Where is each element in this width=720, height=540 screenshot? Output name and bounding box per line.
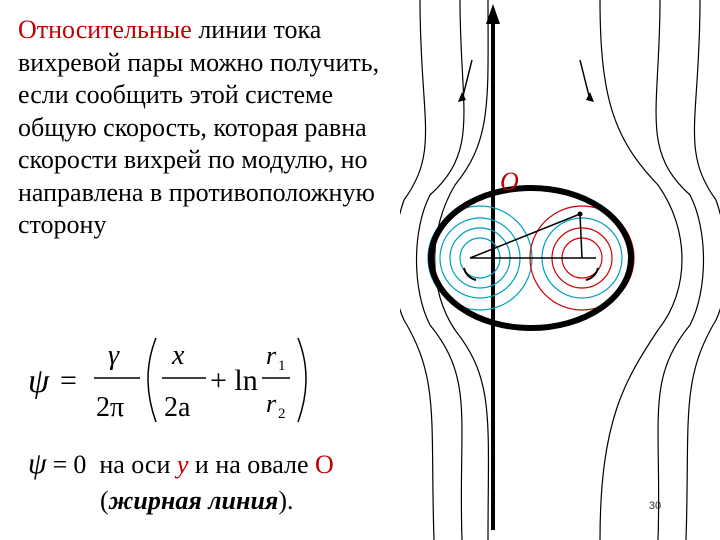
note-equals: =: [52, 450, 68, 479]
formula-two-pi: 2π: [96, 392, 124, 423]
rotation-arrow-left-icon: [463, 267, 477, 281]
streamline-right-middle: [655, 0, 705, 540]
point-marker: [577, 211, 583, 217]
formula-two-a: 2a: [164, 392, 191, 423]
zero-streamline-note: ψ=0 на оси y и на овале O (жирная линия)…: [28, 446, 428, 519]
rotation-arrow-right-icon: [585, 267, 599, 281]
page-number: 30: [648, 500, 662, 512]
formula-r2: r: [266, 389, 277, 418]
formula-r2-subscript: 2: [278, 406, 286, 422]
note-y: y: [176, 450, 189, 479]
flow-arrow-left: [461, 59, 473, 101]
description-lead-word: Относительные: [18, 15, 192, 44]
note-bold-line: жирная линия: [108, 486, 279, 515]
formula-r1-subscript: 1: [278, 358, 286, 374]
oval-label: O: [500, 167, 519, 196]
flow-arrow-right: [579, 59, 591, 101]
radius-line-r1: [469, 213, 581, 259]
note-zero: 0: [73, 450, 87, 479]
formula-left-paren: [147, 337, 157, 423]
streamline-left-inner: [434, 0, 490, 540]
zero-streamline-oval: [428, 185, 634, 331]
streamline-right-inner: [599, 0, 683, 540]
note-on-oval: и на овале: [194, 450, 309, 479]
vortex-pair-diagram: O: [400, 0, 720, 540]
formula-right-paren: [297, 337, 307, 423]
formula-gamma: γ: [108, 340, 120, 371]
formula-r1: r: [266, 341, 277, 370]
flow-arrow-left-head: [458, 92, 466, 102]
note-line-2: (жирная линия).: [28, 483, 428, 519]
streamline-right-outer: [685, 0, 720, 540]
flow-arrow-right-head: [586, 92, 594, 102]
description-paragraph: Относительные линии тока вихревой пары м…: [18, 14, 413, 242]
formula-plus-ln: + ln: [210, 364, 258, 397]
formula-equals: =: [60, 364, 77, 397]
radius-line-r2: [579, 213, 583, 259]
formula-x: x: [171, 340, 185, 371]
streamline-left-middle: [415, 0, 465, 540]
note-line-1: ψ=0 на оси y и на овале O: [28, 446, 428, 483]
note-close-paren: ).: [278, 486, 294, 515]
formula-psi: ψ: [28, 363, 50, 400]
note-open-paren: (: [100, 486, 109, 515]
note-oval-label: O: [315, 450, 334, 479]
note-on-axis: на оси: [99, 450, 171, 479]
note-psi: ψ: [28, 447, 47, 480]
description-text: линии тока вихревой пары можно получить,…: [18, 15, 380, 239]
y-axis-arrow-icon: [486, 4, 500, 24]
stream-function-formula: ψ = γ 2π x 2a + ln r 1 r 2: [28, 330, 328, 435]
streamline-left-outer: [400, 0, 435, 540]
